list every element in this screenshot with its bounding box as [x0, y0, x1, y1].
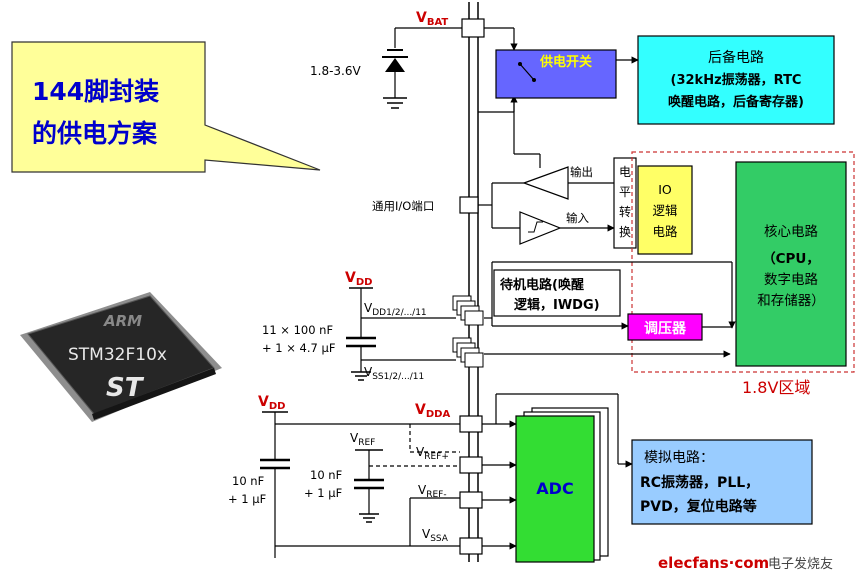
- level-shifter-block: 电 平 转 换: [613, 157, 637, 249]
- adc-block: ADC: [515, 407, 609, 563]
- vss-pins-stack: [452, 337, 484, 368]
- ref-cap-value1: 10 nF: [310, 468, 342, 482]
- decoupling-cap-value2: + 1 × 4.7 µF: [262, 341, 335, 355]
- analog-circuit-block: 模拟电路： RC振荡器，PLL， PVD，复位电路等: [631, 439, 813, 525]
- vbat-label: VBAT: [416, 10, 448, 28]
- vdd-bottom-label: VDD: [258, 394, 285, 412]
- backup-line1: 后备电路: [708, 49, 764, 66]
- watermark-site: elecfans·com: [658, 554, 769, 572]
- io-logic-line3: 电路: [652, 224, 678, 239]
- core-line4: 和存储器）: [757, 293, 825, 309]
- chip-maker-logo: ST: [106, 373, 145, 403]
- core-line2: （CPU，: [762, 251, 820, 267]
- vdd-top-label: VDD: [345, 270, 372, 288]
- chip-model: STM32F10x: [68, 345, 167, 365]
- standby-line2: 逻辑，IWDG): [514, 297, 600, 313]
- regulator-label: 调压器: [644, 321, 687, 337]
- backup-circuit-block: 后备电路 (32kHz振荡器，RTC 唤醒电路，后备寄存器): [637, 35, 835, 125]
- vref-minus-pin: [459, 491, 483, 509]
- vdd-pins-label: VDD1/2/.../11: [364, 301, 427, 318]
- analog-capacitor: [260, 458, 290, 546]
- analog-cap-value1: 10 nF: [232, 474, 264, 488]
- callout-line1: 144脚封装: [32, 77, 159, 106]
- vref-plus-pin: [459, 456, 483, 474]
- standby-line1: 待机电路(唤醒: [499, 277, 584, 293]
- decoupling-capacitor: [346, 336, 376, 381]
- watermark: elecfans·com 电子发烧友: [658, 554, 833, 572]
- decoupling-cap-value1: 11 × 100 nF: [262, 323, 333, 337]
- callout-bubble: 144脚封装 的供电方案: [11, 41, 321, 173]
- vref-label: VREF: [350, 431, 375, 448]
- standby-circuit-block: 待机电路(唤醒 逻辑，IWDG): [493, 269, 621, 317]
- backup-line2: (32kHz振荡器，RTC: [671, 72, 802, 88]
- vssa-pin: [459, 537, 483, 555]
- watermark-cn: 电子发烧友: [768, 556, 833, 572]
- input-buffer: [519, 211, 562, 245]
- level-shifter-char2: 平: [619, 185, 631, 199]
- analog-line2: RC振荡器，PLL，: [640, 474, 759, 491]
- level-shifter-char3: 转: [619, 204, 631, 219]
- ref-cap-value2: + 1 µF: [304, 486, 342, 500]
- vdd-pins-stack: [452, 295, 484, 326]
- output-label: 输出: [570, 165, 593, 179]
- input-label: 输入: [566, 211, 589, 225]
- io-logic-line1: IO: [658, 182, 672, 197]
- gpio-label: 通用I/O端口: [372, 199, 434, 213]
- backup-line3: 唤醒电路，后备寄存器): [668, 94, 804, 110]
- domain-1v8-label: 1.8V区域: [742, 378, 810, 397]
- power-switch-block: 供电开关: [495, 49, 617, 99]
- battery-voltage: 1.8-3.6V: [310, 64, 361, 78]
- analog-cap-value2: + 1 µF: [228, 492, 266, 506]
- vref-plus-label: VREF+: [416, 445, 449, 462]
- callout-line2: 的供电方案: [32, 119, 158, 148]
- vref-capacitor: [354, 478, 384, 523]
- vbat-pin: [461, 18, 485, 38]
- analog-line3: PVD，复位电路等: [640, 498, 757, 515]
- analog-line1: 模拟电路：: [644, 450, 714, 466]
- gpio-pin: [459, 196, 479, 214]
- adc-label: ADC: [536, 479, 573, 498]
- power-switch-label: 供电开关: [539, 54, 592, 70]
- io-logic-block: IO 逻辑 电路: [637, 165, 693, 255]
- output-buffer: [522, 166, 569, 200]
- regulator-block: 调压器: [627, 313, 703, 341]
- vss-pins-label: VSS1/2/.../11: [364, 365, 424, 382]
- level-shifter-char1: 电: [619, 165, 631, 179]
- core-line1: 核心电路: [764, 224, 818, 240]
- vdda-label: VDDA: [415, 402, 450, 420]
- core-line3: 数字电路: [764, 272, 818, 288]
- vref-minus-label: VREF-: [418, 483, 447, 500]
- chip-brand: ARM: [103, 312, 142, 330]
- core-circuit-block: 核心电路 （CPU， 数字电路 和存储器）: [735, 161, 847, 367]
- battery-symbol: [382, 27, 462, 109]
- level-shifter-char4: 换: [619, 225, 631, 239]
- vssa-label: VSSA: [422, 527, 449, 544]
- vdda-pin: [459, 415, 483, 433]
- io-logic-line2: 逻辑: [652, 203, 677, 218]
- chip-image: ARM STM32F10x ST: [20, 292, 222, 422]
